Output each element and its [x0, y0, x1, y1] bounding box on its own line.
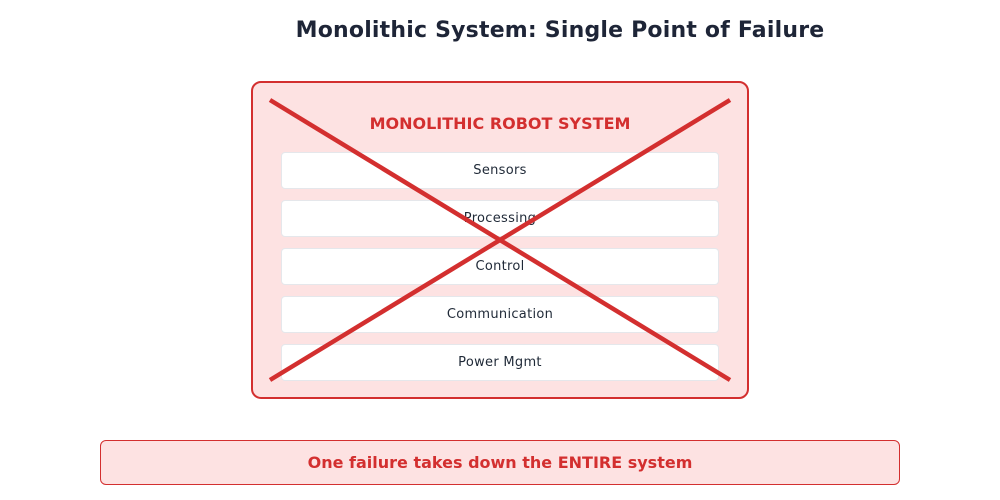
module-sensors: Sensors: [281, 152, 719, 189]
module-label: Control: [475, 259, 525, 274]
module-communication: Communication: [281, 296, 719, 333]
system-label: MONOLITHIC ROBOT SYSTEM: [369, 114, 631, 133]
module-processing: Processing: [281, 200, 719, 237]
module-control: Control: [281, 248, 719, 285]
module-label: Power Mgmt: [458, 355, 542, 370]
module-label: Sensors: [473, 163, 527, 178]
module-power-mgmt: Power Mgmt: [281, 344, 719, 381]
module-label: Communication: [446, 307, 554, 322]
page-title: Monolithic System: Single Point of Failu…: [295, 18, 825, 43]
failure-callout: One failure takes down the ENTIRE system: [100, 440, 900, 485]
callout-text: One failure takes down the ENTIRE system: [307, 453, 693, 472]
module-label: Processing: [463, 211, 537, 226]
